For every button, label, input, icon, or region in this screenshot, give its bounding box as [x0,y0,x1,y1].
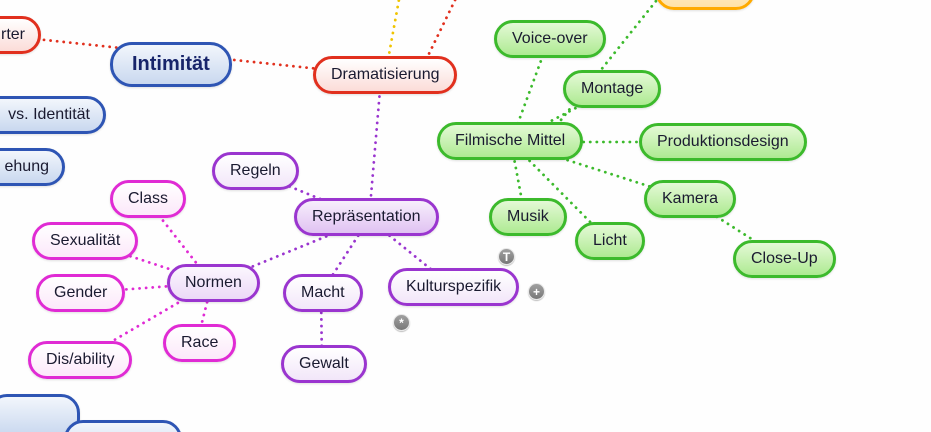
text-tool-icon[interactable]: T [498,248,515,265]
node-disability[interactable]: Dis/ability [28,341,133,379]
node-kulturspezifik[interactable]: Kulturspezifik [388,268,520,306]
node-intimitaet[interactable]: Intimität [110,42,232,87]
edge-top-dramatisierung-yellow [386,0,401,62]
edge-fm-kamera [509,140,691,201]
node-sexualitaet[interactable]: Sexualität [32,222,139,260]
node-ehung-partial[interactable]: ehung [0,148,65,186]
node-licht[interactable]: Licht [575,222,645,260]
add-icon[interactable]: + [528,283,545,300]
node-woerter-partial[interactable]: rter [0,16,41,54]
edge-top-dramatisierung-red [422,0,457,66]
node-class[interactable]: Class [110,180,187,218]
node-gender[interactable]: Gender [36,274,126,312]
node-kamera[interactable]: Kamera [644,180,737,218]
edge-repr-normen [210,217,371,285]
node-close-up[interactable]: Close-Up [733,240,836,278]
node-gewalt[interactable]: Gewalt [281,345,367,383]
node-repraesentation[interactable]: Repräsentation [294,198,439,236]
node-regeln[interactable]: Regeln [212,152,299,190]
node-produktionsdesign[interactable]: Produktionsdesign [639,123,807,161]
node-race[interactable]: Race [163,324,237,362]
node-blue-partial-bottom-2[interactable] [64,420,182,432]
edge-top-filmische-mittel [543,0,659,142]
edge-dramatisierung-repraesentation [367,88,382,221]
node-macht[interactable]: Macht [283,274,363,312]
node-dramatisierung[interactable]: Dramatisierung [313,56,458,94]
edge-woerter-dramatisierung [0,33,388,78]
node-blue-partial-bottom-1[interactable] [0,394,80,432]
node-vs-identitaet[interactable]: vs. Identität [0,96,106,134]
node-musik[interactable]: Musik [489,198,567,236]
node-filmische-mittel[interactable]: Filmische Mittel [437,122,584,160]
node-normen[interactable]: Normen [167,264,260,302]
node-voice-over[interactable]: Voice-over [494,20,606,58]
asterisk-icon[interactable]: * [393,314,410,331]
node-montage[interactable]: Montage [563,70,662,108]
node-orange-partial-top[interactable] [655,0,755,10]
edge-normen-class [144,197,214,285]
